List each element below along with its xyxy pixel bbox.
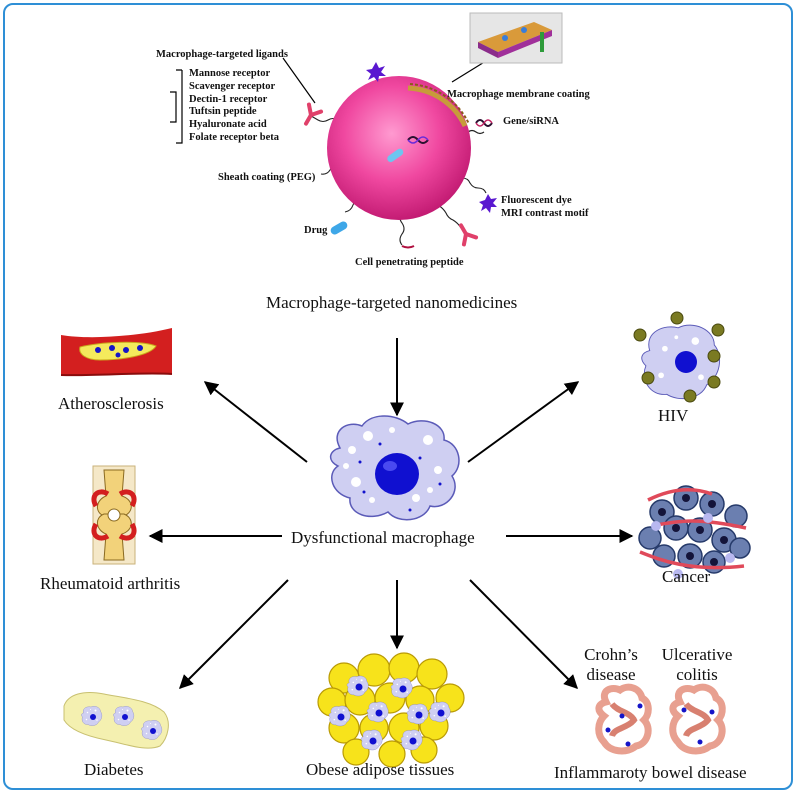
ulcerative-line-2: colitis — [676, 665, 718, 684]
cell-penetrating-peptide-label: Cell penetrating peptide — [355, 257, 464, 268]
ligands-title: Macrophage-targeted ligands — [156, 49, 288, 60]
fluorescent-dye-icon — [366, 62, 497, 213]
ligand-item: Mannose receptor — [189, 68, 271, 79]
atherosclerosis-icon — [60, 328, 173, 377]
rheumatoid-arthritis-label: Rheumatoid arthritis — [40, 574, 181, 593]
crohns-line-1: Crohn’s — [584, 645, 638, 664]
drug-label: Drug — [304, 225, 328, 236]
ulcerative-line-1: Ulcerative — [661, 645, 733, 664]
ligand-item: Scavenger receptor — [189, 80, 276, 92]
obese-adipose-label: Obese adipose tissues — [306, 760, 455, 779]
fluorescent-dye-label: Fluorescent dye — [501, 195, 572, 206]
ibd-label: Inflammaroty bowel disease — [554, 763, 747, 782]
mri-contrast-label: MRI contrast motif — [501, 208, 589, 219]
ligand-item: Tuftsin peptide — [189, 106, 257, 118]
pancreas-icon — [63, 692, 169, 749]
crohns-intestine-icon — [595, 683, 652, 755]
membrane-coating-label: Macrophage membrane coating — [447, 89, 590, 100]
sheath-coating-label: Sheath coating (PEG) — [218, 172, 316, 183]
ligand-item: Hyaluronate acid — [189, 119, 267, 131]
hiv-label: HIV — [658, 406, 689, 425]
ligand-list: Mannose receptor Scavenger receptor Dect… — [189, 68, 279, 145]
atherosclerosis-label: Atherosclerosis — [58, 394, 164, 413]
crohns-line-2: disease — [586, 665, 636, 684]
adipose-tissue-icon — [317, 652, 465, 768]
figure-border — [3, 3, 793, 790]
arrows — [148, 338, 634, 689]
nanoparticle-diagram — [170, 12, 563, 249]
crohns-disease-label: Crohn’s disease — [578, 645, 644, 685]
gene-sirna-label: Gene/siRNA — [503, 116, 559, 127]
cancer-label: Cancer — [662, 567, 711, 586]
dysfunctional-macrophage-cell — [329, 415, 460, 521]
nanomedicines-title: Macrophage-targeted nanomedicines — [266, 293, 518, 312]
ulcerative-colitis-label: Ulcerative colitis — [654, 645, 740, 685]
ligand-item: Dectin-1 receptor — [189, 93, 268, 105]
dysfunctional-macrophage-label: Dysfunctional macrophage — [291, 528, 475, 547]
tumor-icon — [638, 485, 751, 579]
ligand-item: Folate receptor beta — [189, 131, 279, 143]
diabetes-label: Diabetes — [84, 760, 144, 779]
hiv-infected-macrophage-icon — [633, 311, 725, 403]
ulcerative-colitis-intestine-icon — [669, 683, 726, 755]
rheumatoid-joint-icon — [91, 465, 137, 565]
